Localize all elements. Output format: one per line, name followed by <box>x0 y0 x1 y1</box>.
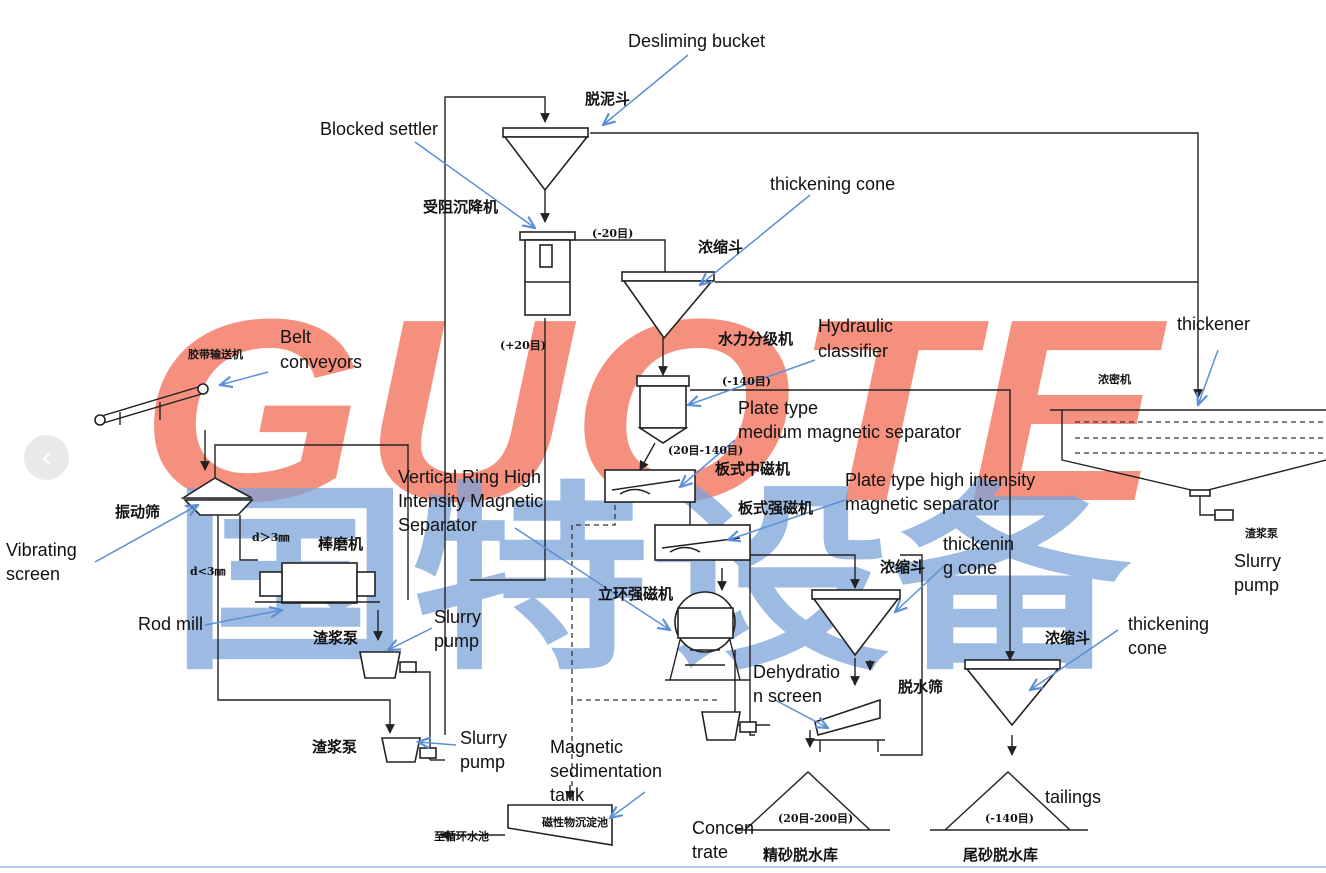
label-tailings: tailings <box>1045 787 1101 807</box>
blocked-settler-equipment <box>519 231 576 316</box>
cn-label-plate-high: 板式强磁机 <box>738 499 813 517</box>
cn-label-slurry-pump-b: 渣浆泵 <box>312 738 357 756</box>
dehydration-screen-equipment <box>812 698 885 752</box>
mark-minus140-pile: (-140目) <box>985 812 1034 825</box>
cn-label-vibrating-screen: 振动筛 <box>115 503 160 521</box>
cn-label-vertical-ring: 立环强磁机 <box>598 585 673 603</box>
cn-label-thickening-cone-top: 浓缩斗 <box>698 238 743 256</box>
vibrating-screen-equipment <box>180 477 254 516</box>
label-hydraulic-classifier-line2: classifier <box>818 341 888 361</box>
label-magnetic-tank-line2: sedimentation <box>550 761 662 781</box>
label-magnetic-tank-line1: Magnetic <box>550 737 623 757</box>
label-belt-conveyors-line1: Belt <box>280 327 311 347</box>
label-hydraulic-classifier-line1: Hydraulic <box>818 316 893 336</box>
mark-range-20-140: (20目-140目) <box>668 444 743 457</box>
thickening-cone-top-equipment <box>621 271 715 340</box>
label-vertical-ring-line1: Vertical Ring High <box>398 467 541 487</box>
slurry-pump-c-equipment <box>701 711 757 741</box>
label-slurry-pump-c-line1: Slurry <box>1234 551 1281 571</box>
mark-d-gt3: d＞3㎜ <box>252 531 289 544</box>
cn-label-dehydration-screen: 脱水筛 <box>898 678 943 696</box>
cn-label-rod-mill: 棒磨机 <box>318 535 363 553</box>
label-vertical-ring-line2: Intensity Magnetic <box>398 491 543 511</box>
cn-label-hydraulic-classifier: 水力分级机 <box>718 330 793 348</box>
mark-range-20-200: (20目-200目) <box>778 812 853 825</box>
label-slurry-pump-a-line1: Slurry <box>434 607 481 627</box>
label-dehydration-screen-line2: n screen <box>753 686 822 706</box>
cn-label-tailings-store: 尾砂脱水库 <box>963 846 1038 864</box>
label-concentrate-line1: Concen <box>692 818 754 838</box>
tailings-pile <box>930 771 1088 831</box>
mark-minus20: (-20目) <box>592 227 633 240</box>
label-concentrate-line2: trate <box>692 842 728 862</box>
label-dehydration-screen-line1: Dehydratio <box>753 662 840 682</box>
label-blocked-settler: Blocked settler <box>320 119 438 139</box>
label-slurry-pump-a-line2: pump <box>434 631 479 651</box>
label-plate-high-line2: magnetic separator <box>845 494 999 514</box>
chevron-left-icon: ‹ <box>40 441 53 474</box>
vertical-ring-separator-equipment <box>665 591 750 681</box>
cn-label-concentrate-store: 精砂脱水库 <box>763 846 838 864</box>
label-slurry-pump-b-line2: pump <box>460 752 505 772</box>
label-desliming-bucket: Desliming bucket <box>628 31 765 51</box>
label-thickener: thickener <box>1177 314 1250 334</box>
magnetic-tank-equipment <box>507 804 613 846</box>
desliming-bucket-equipment <box>502 127 589 192</box>
label-slurry-pump-c-line2: pump <box>1234 575 1279 595</box>
label-rod-mill: Rod mill <box>138 614 203 634</box>
concentrate-pile <box>735 771 890 831</box>
label-vibrating-screen-line1: Vibrating <box>6 540 77 560</box>
cn-label-to-circulating-pool: 至循环水池 <box>434 829 489 843</box>
hydraulic-classifier-equipment <box>636 375 690 444</box>
label-thickening-cone-top: thickening cone <box>770 174 895 194</box>
cn-label-belt-conveyor: 胶带输送机 <box>188 347 243 361</box>
cn-label-magnetic-tank: 磁性物沉淀池 <box>542 815 608 829</box>
size-marks: (-20目) (+20目) (-140目) (20目-140目) d＞3㎜ d<… <box>190 227 1034 825</box>
cn-label-thickener: 浓密机 <box>1098 372 1131 386</box>
slurry-pump-b-equipment <box>381 737 437 763</box>
cn-label-slurry-pump-a: 渣浆泵 <box>313 629 358 647</box>
thickener-equipment <box>1050 409 1326 521</box>
mark-d-lt3: d<3㎜ <box>190 565 226 578</box>
label-plate-medium-line2: medium magnetic separator <box>738 422 961 442</box>
cn-label-thickening-cone-right: 浓缩斗 <box>1045 629 1090 647</box>
label-plate-high-line1: Plate type high intensity <box>845 470 1035 490</box>
label-plate-medium-line1: Plate type <box>738 398 818 418</box>
cn-label-thickening-cone-mid: 浓缩斗 <box>880 558 925 576</box>
cn-label-slurry-pump-c: 渣浆泵 <box>1245 526 1278 540</box>
label-slurry-pump-b-line1: Slurry <box>460 728 507 748</box>
carousel-prev-button[interactable]: ‹ <box>24 435 69 480</box>
callout-arrows <box>94 54 1219 818</box>
chinese-labels: 脱泥斗 受阻沉降机 浓缩斗 胶带输送机 水力分级机 浓密机 板式中磁机 板式强磁… <box>115 90 1278 864</box>
label-thickening-cone-right-line1: thickening <box>1128 614 1209 634</box>
plate-high-separator-equipment <box>654 524 751 561</box>
cn-label-desliming-bucket: 脱泥斗 <box>585 90 630 108</box>
label-magnetic-tank-line3: tank <box>550 785 585 805</box>
thickening-cone-mid-equipment <box>811 589 901 657</box>
bottom-divider <box>0 866 1326 868</box>
slurry-pump-a-equipment <box>359 651 417 679</box>
english-labels: Desliming bucket Blocked settler thicken… <box>6 31 1281 862</box>
label-vertical-ring-line3: Separator <box>398 515 477 535</box>
label-thickening-cone-mid-line1: thickenin <box>943 534 1014 554</box>
label-belt-conveyors-line2: conveyors <box>280 352 362 372</box>
mark-minus140: (-140目) <box>722 375 771 388</box>
label-thickening-cone-mid-line2: g cone <box>943 558 997 578</box>
label-vibrating-screen-line2: screen <box>6 564 60 584</box>
belt-conveyor-equipment <box>94 383 209 426</box>
cn-label-blocked-settler: 受阻沉降机 <box>423 198 498 216</box>
rod-mill-equipment <box>255 562 380 604</box>
label-thickening-cone-right-line2: cone <box>1128 638 1167 658</box>
mark-plus20: (+20目) <box>500 339 546 352</box>
cn-label-plate-medium: 板式中磁机 <box>715 460 790 478</box>
